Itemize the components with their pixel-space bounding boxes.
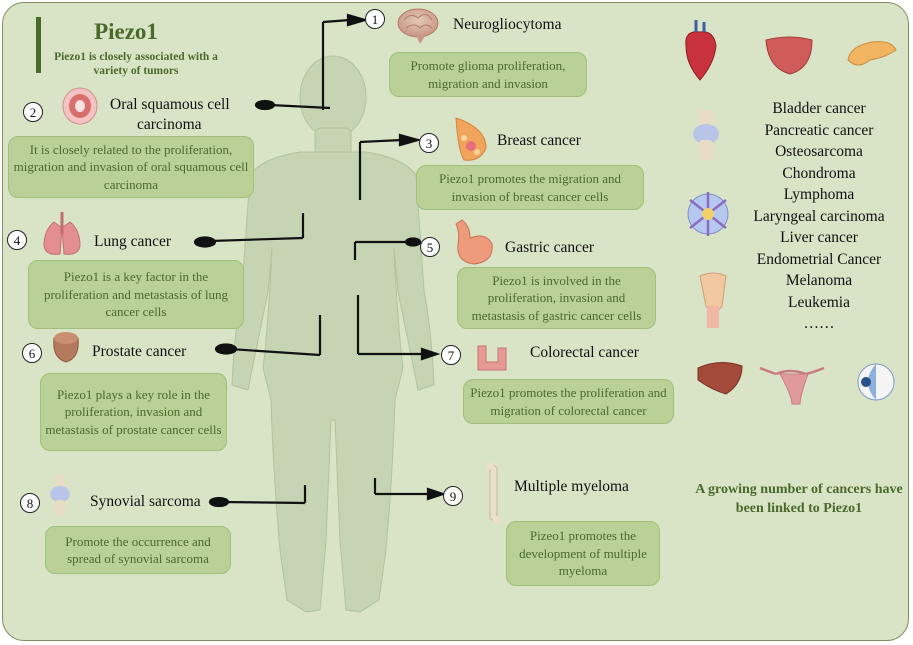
label-oral-squamous-line2: carcinoma [137, 116, 202, 133]
title-accent-bar [36, 17, 41, 73]
number-badge-3: 3 [419, 133, 439, 153]
list-item: Osteosarcoma [775, 143, 863, 160]
list-item: Lymphoma [783, 186, 855, 203]
desc-box-neurogliocytoma: Promote glioma proliferation, migration … [389, 52, 587, 97]
list-item: Liver cancer [780, 229, 858, 246]
label-colorectal-cancer: Colorectal cancer [530, 344, 639, 361]
larynx-icon [699, 272, 727, 328]
desc-box-breast-cancer: Piezo1 promotes the migration and invasi… [416, 165, 644, 210]
label-synovial-sarcoma: Synovial sarcoma [90, 493, 201, 510]
bone-icon [486, 462, 501, 524]
joint-icon [50, 474, 70, 516]
number-badge-6: 6 [22, 343, 42, 363]
breast-icon [455, 117, 487, 161]
number-badge-2: 2 [23, 102, 43, 122]
desc-box-colorectal-cancer: Piezo1 promotes the proliferation and mi… [463, 379, 674, 424]
pointer-lines [193, 13, 447, 508]
list-item: Pancreatic cancer [764, 121, 874, 139]
label-prostate-cancer: Prostate cancer [92, 343, 187, 360]
pointer-6 [214, 343, 238, 355]
brain-icon [397, 8, 439, 44]
label-multiple-myeloma: Multiple myeloma [514, 478, 629, 495]
colon-icon [477, 345, 507, 371]
number-badge-7: 7 [441, 345, 461, 365]
desc-box-oral-squamous: It is closely related to the proliferati… [8, 136, 254, 198]
pancreas-icon [847, 41, 897, 66]
number-badge-8: 8 [20, 493, 40, 513]
bladder-icon [765, 36, 813, 75]
list-item: Endometrial Cancer [756, 250, 882, 268]
lungs-icon [43, 212, 81, 255]
number-badge-9: 9 [443, 486, 463, 506]
lymph-node-icon [687, 192, 729, 236]
pointer-4 [193, 236, 217, 248]
uterus-icon [759, 366, 825, 405]
pointer-8 [208, 496, 230, 508]
pointer-1 [346, 13, 369, 27]
list-item: Melanoma [785, 272, 853, 289]
label-gastric-cancer: Gastric cancer [505, 239, 595, 256]
diagram-title: Piezo1 [94, 19, 158, 44]
pointer-3 [398, 133, 423, 147]
number-badge-4: 4 [7, 230, 27, 250]
human-body-silhouette [231, 55, 435, 613]
desc-box-synovial-sarcoma: Promote the occurrence and spread of syn… [45, 526, 231, 574]
label-breast-cancer: Breast cancer [497, 132, 581, 149]
number-badge-1: 1 [365, 9, 385, 29]
desc-box-lung-cancer: Piezo1 is a key factor in the proliferat… [28, 260, 244, 329]
pointer-9 [426, 487, 447, 501]
liver-icon [697, 362, 743, 395]
pointer-2 [254, 99, 276, 111]
list-item: Leukemia [788, 293, 850, 311]
list-item: Chondroma [782, 164, 856, 182]
list-item: …… [803, 315, 835, 332]
desc-box-gastric-cancer: Piezo1 is involved in the proliferation,… [457, 267, 656, 329]
other-cancers-list: Bladder cancer Pancreatic cancer Osteosa… [738, 98, 900, 335]
number-badge-5: 5 [420, 237, 440, 257]
eye-icon [857, 363, 895, 401]
stomach-icon [455, 219, 493, 265]
prostate-icon [53, 332, 79, 363]
pointer-7 [420, 347, 441, 361]
diagram-subtitle: Piezo1 is closely associated with a vari… [54, 51, 218, 77]
desc-box-prostate-cancer: Piezo1 plays a key role in the prolifera… [40, 373, 227, 451]
label-neurogliocytoma: Neurogliocytoma [453, 16, 562, 33]
label-oral-squamous-line1: Oral squamous cell [110, 96, 230, 113]
list-item: Laryngeal carcinoma [753, 207, 885, 225]
heart-icon [685, 20, 717, 81]
pointer-5 [404, 237, 422, 247]
knee-joint-icon [693, 110, 719, 160]
desc-box-multiple-myeloma: Pizeo1 promotes the development of multi… [506, 521, 660, 586]
mouth-icon [62, 87, 98, 125]
footer-note: A growing number of cancers have been li… [695, 482, 903, 516]
list-item: Bladder cancer [772, 100, 866, 117]
label-lung-cancer: Lung cancer [94, 233, 172, 250]
